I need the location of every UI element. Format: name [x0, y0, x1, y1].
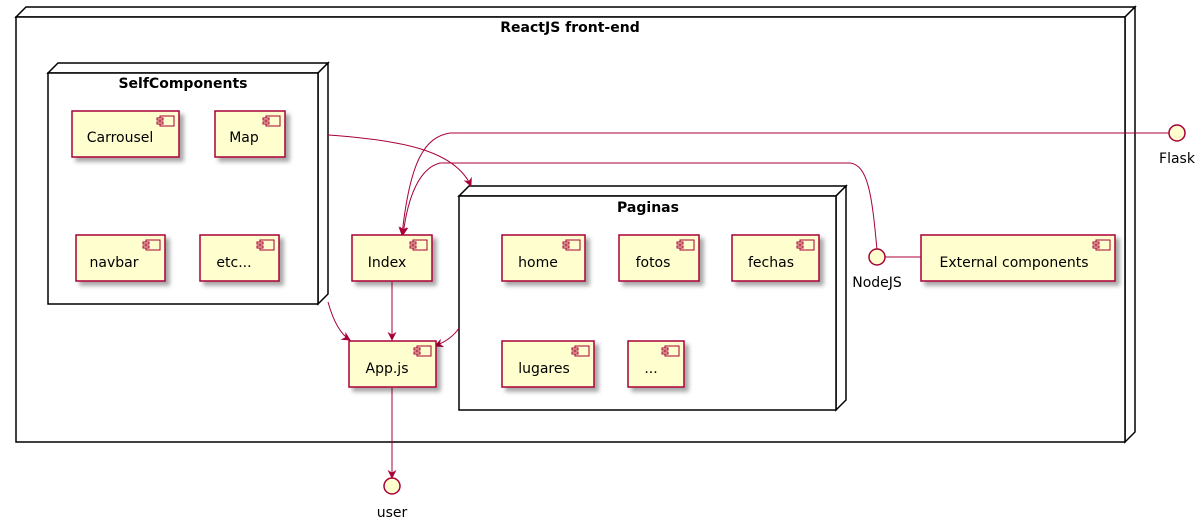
lugares-label: lugares [518, 361, 570, 377]
map-component: Map [214, 110, 286, 158]
fechas-component: fechas [731, 234, 820, 282]
fotos-label: fotos [636, 255, 671, 271]
map-label: Map [229, 130, 259, 146]
fotos-component: fotos [618, 234, 700, 282]
arrow-paginas-to-app [434, 327, 460, 348]
home-label: home [518, 255, 558, 271]
carrousel-component: Carrousel [71, 110, 180, 158]
etc-component: etc... [199, 234, 280, 282]
app-component: App.js [348, 340, 437, 388]
connectors [327, 132, 1169, 479]
carrousel-label: Carrousel [87, 130, 154, 146]
navbar-label: navbar [90, 255, 139, 271]
self-components-title: SelfComponents [118, 76, 247, 92]
arrow-flask-to-index [398, 132, 1169, 236]
external-components-label: External components [939, 255, 1088, 271]
arrow-selfcomponents-to-app [327, 301, 351, 341]
index-component: Index [351, 234, 433, 282]
more-label: ... [644, 361, 657, 377]
home-component: home [501, 234, 586, 282]
user-interface: user [377, 477, 408, 521]
app-label: App.js [366, 361, 409, 377]
nodejs-label: NodeJS [852, 275, 902, 291]
navbar-component: navbar [75, 234, 166, 282]
lugares-component: lugares [501, 340, 595, 388]
more-component: ... [627, 340, 685, 388]
etc-label: etc... [216, 255, 251, 271]
flask-interface: Flask [1159, 124, 1196, 167]
fechas-label: fechas [748, 255, 794, 271]
frontend-node-title: ReactJS front-end [500, 20, 639, 36]
flask-label: Flask [1159, 151, 1196, 167]
index-label: Index [368, 255, 407, 271]
paginas-title: Paginas [617, 200, 679, 216]
nodejs-interface: NodeJS [852, 248, 902, 291]
arrow-selfcomponents-to-paginas [327, 134, 472, 187]
arrow-nodejs-to-index [399, 162, 878, 251]
user-label: user [377, 505, 408, 521]
external-components-component: External components [920, 234, 1116, 282]
